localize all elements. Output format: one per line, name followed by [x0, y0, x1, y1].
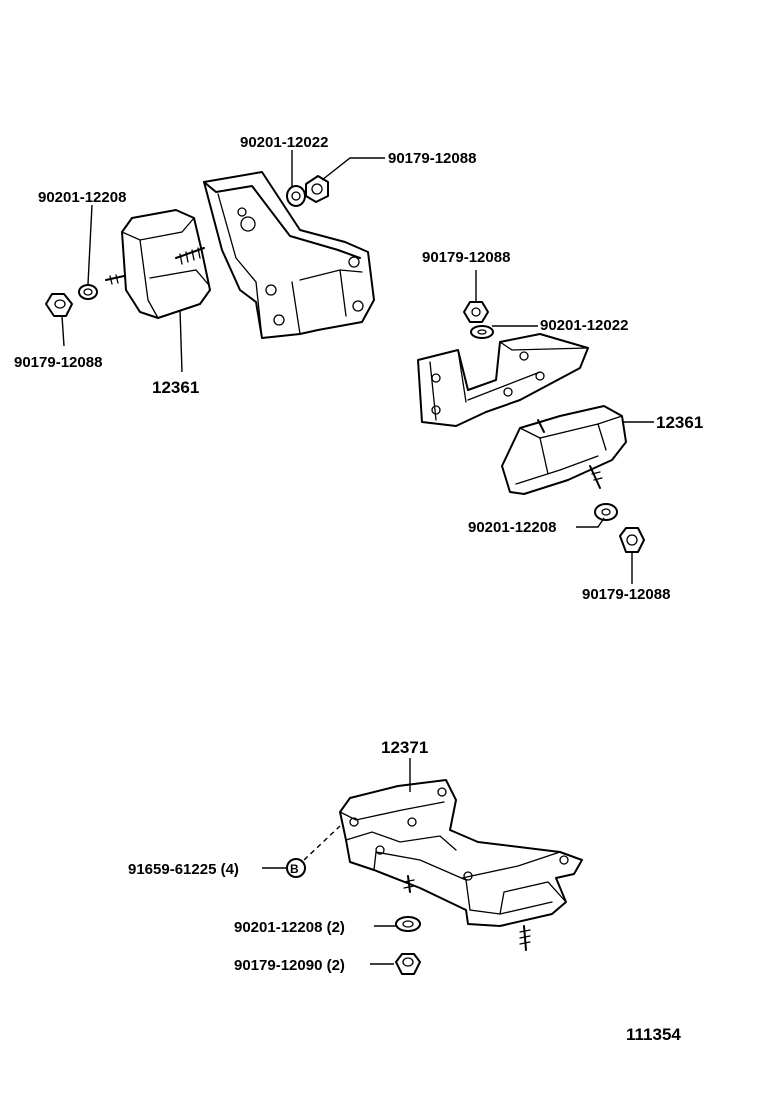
label-90179-12088-top: 90179-12088 [388, 150, 476, 167]
label-90201-12022-top: 90201-12022 [240, 134, 328, 151]
label-90201-12208-left: 90201-12208 [38, 189, 126, 206]
label-90201-12022-right: 90201-12022 [540, 317, 628, 334]
rear-engine-mount-insulator [339, 779, 583, 951]
label-12361-left: 12361 [152, 378, 199, 397]
rear-washer [395, 916, 421, 932]
label-12361-right: 12361 [656, 413, 703, 432]
right-mount-bracket [417, 333, 589, 427]
left-nut [45, 293, 73, 317]
right-engine-mount-insulator [501, 405, 627, 495]
label-90179-12090-rear: 90179-12090 (2) [234, 957, 345, 974]
left-engine-mount-insulator [105, 209, 211, 319]
left-washer [78, 284, 98, 300]
label-90179-12088-right-bottom: 90179-12088 [582, 586, 670, 603]
bolt-marker-letter: B [290, 862, 299, 876]
right-top-washer [470, 325, 494, 339]
right-bottom-washer [594, 503, 618, 521]
label-91659-61225: 91659-61225 (4) [128, 861, 239, 878]
right-bottom-nut [619, 527, 645, 553]
top-washer [286, 185, 306, 207]
label-90201-12208-rear: 90201-12208 (2) [234, 919, 345, 936]
right-top-nut [463, 301, 489, 323]
label-90179-12088-right-top: 90179-12088 [422, 249, 510, 266]
label-12371: 12371 [381, 738, 428, 757]
top-nut [305, 175, 329, 203]
left-mount-bracket [203, 171, 375, 339]
rear-nut [395, 953, 421, 975]
figure-number: 111354 [626, 1025, 681, 1044]
label-90179-12088-left: 90179-12088 [14, 354, 102, 371]
rear-bolt-marker: B [286, 858, 306, 878]
label-90201-12208-right: 90201-12208 [468, 519, 556, 536]
